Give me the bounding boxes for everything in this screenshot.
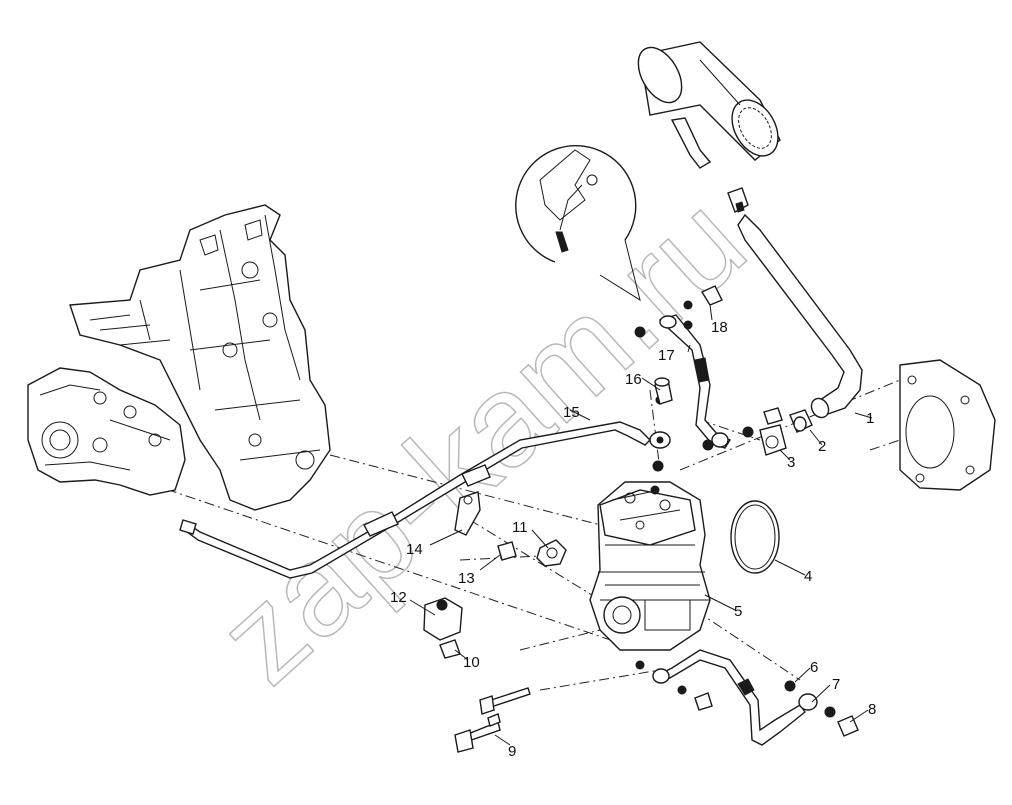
callout-13: 13 <box>458 570 475 587</box>
detail-inset <box>515 145 641 302</box>
callout-16: 16 <box>625 371 642 388</box>
callout-6: 6 <box>810 659 818 676</box>
callout-10: 10 <box>463 654 480 671</box>
callout-7: 7 <box>832 676 840 693</box>
callout-15: 15 <box>563 404 580 421</box>
lower-oil-pipe <box>652 649 818 746</box>
callout-8: 8 <box>868 701 876 718</box>
callout-2: 2 <box>818 438 826 455</box>
callout-18: 18 <box>711 319 728 336</box>
callout-3: 3 <box>787 454 795 471</box>
callout-labels: 1 2 3 4 5 6 7 8 9 10 11 12 13 14 15 16 1… <box>390 319 876 760</box>
air-intake-pipe <box>637 41 781 169</box>
callout-17: 17 <box>658 347 675 364</box>
mounting-flange <box>899 359 996 491</box>
gear-housing <box>27 367 186 496</box>
callout-9: 9 <box>508 743 516 760</box>
oil-pipe <box>658 314 732 449</box>
callout-12: 12 <box>390 589 407 606</box>
small-parts <box>423 285 859 753</box>
callout-4: 4 <box>804 568 812 585</box>
o-ring <box>730 500 780 574</box>
pressure-pipe <box>179 421 651 579</box>
air-compressor <box>589 481 711 651</box>
callout-14: 14 <box>406 541 423 558</box>
intake-hose <box>727 187 863 419</box>
callout-1: 1 <box>866 410 874 427</box>
callout-11: 11 <box>512 519 528 536</box>
engine-block-housing <box>69 204 331 511</box>
leader-lines <box>409 304 873 746</box>
callout-5: 5 <box>734 603 742 620</box>
